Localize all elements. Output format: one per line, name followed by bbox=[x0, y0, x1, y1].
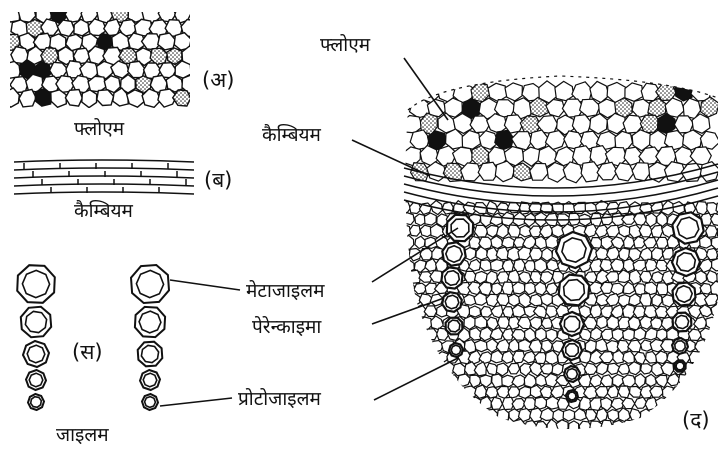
panel-c-caption: जाइलम bbox=[56, 424, 109, 446]
panel-b-caption: कैम्बियम bbox=[74, 200, 133, 222]
label-cambium: कैम्बियम bbox=[262, 124, 321, 146]
leader-protoxylem-left bbox=[160, 398, 232, 406]
panel-c-xylem bbox=[17, 265, 169, 410]
label-protoxylem: प्रोटोजाइलम bbox=[238, 388, 321, 410]
leader-metaxylem-left bbox=[170, 280, 240, 290]
panel-a-phloem bbox=[3, 4, 200, 108]
panel-c-tag: (स) bbox=[72, 340, 103, 364]
panel-d-vascular-bundle bbox=[397, 76, 724, 434]
label-metaxylem: मेटाजाइलम bbox=[246, 280, 324, 302]
panel-d-tag: (द) bbox=[682, 408, 710, 432]
label-parenchyma: पेरेन्काइमा bbox=[252, 316, 321, 338]
panel-b-tag: (ब) bbox=[204, 168, 232, 192]
panel-a-caption: फ्लोएम bbox=[74, 118, 124, 140]
leader-protoxylem-right bbox=[374, 358, 458, 400]
panel-a-tag: (अ) bbox=[202, 68, 234, 92]
panel-b-cambium bbox=[14, 160, 194, 194]
label-phloem: फ्लोएम bbox=[320, 34, 370, 56]
